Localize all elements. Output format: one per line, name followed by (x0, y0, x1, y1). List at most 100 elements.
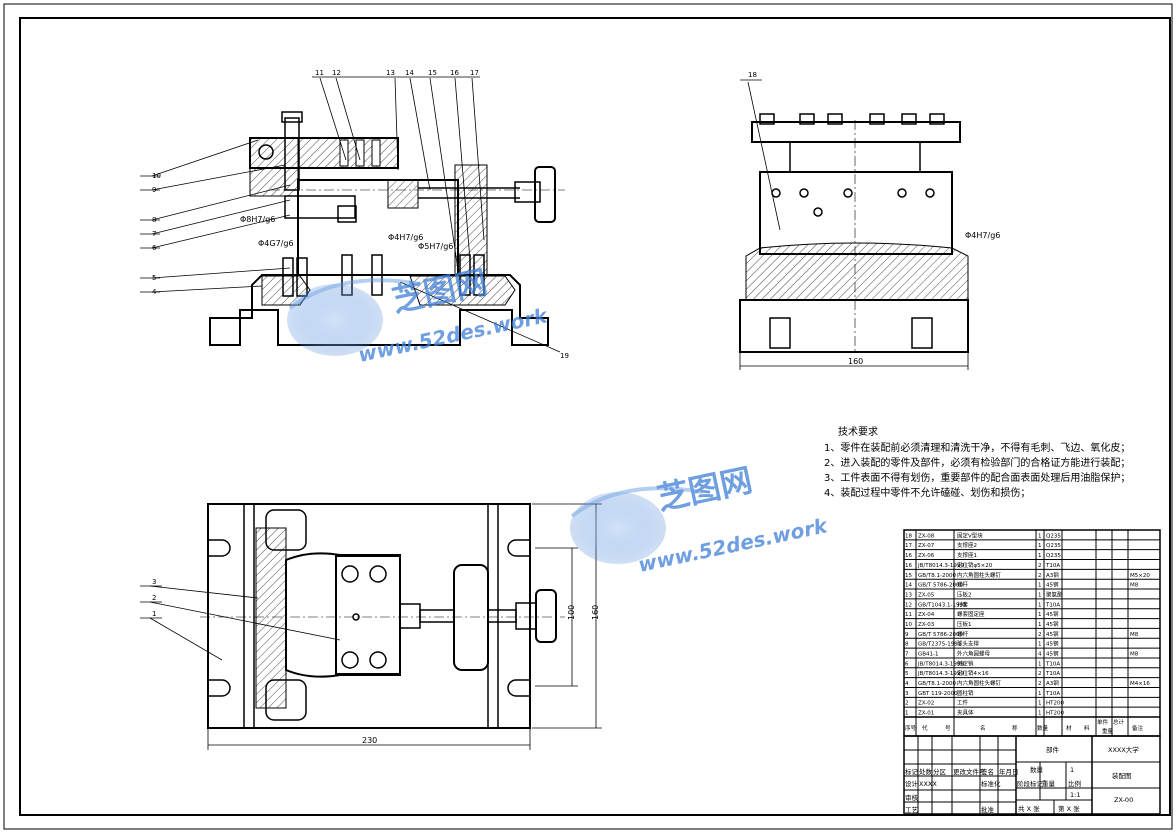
balloon-8: 8 (152, 216, 156, 224)
bom-h-no: 序号 (905, 724, 917, 732)
outer-border (3, 3, 1173, 830)
bom-cell: Q235 (1046, 553, 1061, 559)
bom-cell: 1 (1038, 543, 1042, 549)
tech-req-1: 1、零件在装配前必须清理和清洗干净，不得有毛刺、飞边、氧化皮； (824, 441, 1130, 454)
bom-cell: 2 (1038, 563, 1042, 569)
rev-doc: 更改文件号 (953, 767, 986, 776)
bom-cell: 2 (1038, 671, 1042, 677)
bom-h-mat2: 料 (1084, 724, 1090, 732)
bom-h-remark: 备注 (1132, 724, 1144, 732)
bushing (387, 179, 419, 209)
weight-label: 重量 (1042, 780, 1056, 788)
bom-cell: 2 (1038, 632, 1042, 638)
bom-cell: 球头支撑 (957, 640, 980, 648)
bom-cell: 外六角圆螺母 (957, 649, 991, 657)
drawing-name: 装配图 (1112, 771, 1132, 780)
balloon-5: 5 (152, 274, 156, 282)
bom-cell: 内六角圆柱头螺钉 (957, 679, 1002, 687)
role-review: 审核 (905, 793, 919, 802)
bom-cell: 工件 (957, 699, 969, 707)
bom-cell: GB41-1 (918, 651, 939, 657)
std-label: 标准化 (981, 779, 1001, 788)
bom-cell: 固定V型块 (957, 531, 983, 539)
bom-cell: 15 (905, 573, 912, 579)
fixture-base (209, 274, 549, 346)
bom-cell: 1 (1038, 583, 1042, 589)
bom-cell: 螺杆 (957, 581, 969, 589)
bom-cell: JB/T8014.3-1999 (917, 671, 964, 677)
bom-cell: 9 (905, 632, 909, 638)
bom-cell: 2 (1038, 573, 1042, 579)
dim-top-width: 230 (362, 736, 377, 745)
bom-cell: M4×16 (1130, 681, 1150, 687)
rev-mark: 标记 (905, 767, 919, 776)
bom-cell: 45钢 (1046, 649, 1059, 657)
handle-knob-top (535, 589, 557, 643)
bom-h-code2: 号 (945, 725, 951, 732)
dim-top-inner: 100 (567, 605, 576, 620)
bom-cell: M8 (1130, 651, 1139, 657)
bom-cell: JB/T8014.3-1999 (917, 563, 964, 569)
bom-h-qty: 数量 (1037, 724, 1049, 732)
bom-cell: T10A (1045, 602, 1060, 608)
side-top-plate (751, 121, 961, 143)
designer-name: XXXX (919, 780, 937, 788)
bom-cell: 1 (1038, 711, 1042, 717)
bom-cell: ZX-07 (918, 543, 935, 549)
bom-cell: 内六角圆柱头螺钉 (957, 571, 1002, 579)
bom-cell: ZX-05 (918, 592, 935, 598)
bom-cell: 17 (905, 543, 912, 549)
bom-cell: Q235 (1046, 543, 1061, 549)
side-fit-4h7g6: Φ4H7/g6 (965, 231, 1000, 240)
bom-cell: M8 (1130, 583, 1139, 589)
rev-zone: 分区 (933, 767, 947, 776)
qty-label: 数量 (1030, 765, 1044, 774)
bom-cell: 压板2 (957, 590, 972, 598)
fit-4h7g6: Φ4H7/g6 (388, 233, 423, 242)
balloon-7: 7 (152, 230, 156, 238)
title-block: 标记 处数 分区 更改文件号 签名 年月日 设计 XXXX 标准化 审核 工艺 … (903, 735, 1161, 815)
bom-cell: ZX-04 (918, 612, 935, 618)
side-view: 18 Φ4H7/g6 160 (739, 71, 1000, 370)
side-pin (284, 195, 356, 219)
bom-cell: 4 (905, 681, 909, 687)
bom-cell: ZX-02 (918, 701, 934, 707)
bom-cell: HT200 (1046, 711, 1064, 717)
bom-cell: 衬套 (957, 600, 969, 608)
bom-h-unit: 单件 (1097, 718, 1109, 726)
bom-cell: 定位销φ5×20 (957, 561, 993, 569)
stage-label: 阶段标记 (1017, 779, 1044, 788)
front-view-callouts: 11 12 13 14 15 16 17 10 9 8 7 6 5 4 19 Φ… (140, 69, 569, 360)
bom-h-code1: 代 (922, 724, 928, 732)
bom-cell: 13 (905, 592, 912, 598)
bom-cell: 1 (1038, 592, 1042, 598)
tech-req-2: 2、进入装配的零件及部件，必须有检验部门的合格证方能进行装配； (824, 456, 1130, 469)
bom-cell: T10A (1045, 691, 1060, 697)
bom-cell: GB/T2375-1991 (918, 642, 961, 648)
fit-8h7g6: Φ8H7/g6 (240, 215, 275, 224)
bom-cell: 8 (905, 642, 909, 648)
balloon-17: 17 (470, 69, 479, 77)
balloon-14: 14 (405, 69, 414, 77)
tech-req-3: 3、工件表面不得有划伤，重要部件的配合面表面处理后用油脂保护； (824, 471, 1130, 484)
bom-cell: 45钢 (1046, 620, 1059, 628)
part-label: 部件 (1046, 745, 1060, 754)
bom-cell: 1 (1038, 553, 1042, 559)
bom-cell: 1 (1038, 642, 1042, 648)
school-name: XXXX大学 (1108, 745, 1139, 754)
bom-cell: 螺杆 (957, 630, 969, 638)
hole (258, 144, 274, 160)
bom-cell: 5 (905, 671, 909, 677)
bom-cell: 圆柱销 (957, 689, 974, 697)
bom-cell: ZX-08 (918, 533, 935, 539)
tech-req-4: 4、装配过程中零件不允许磕碰、划伤和损伤； (824, 486, 1030, 499)
bom-cell: 10 (905, 622, 912, 628)
bom-cell: 支撑座1 (957, 551, 977, 559)
tech-req-title: 技术要求 (838, 425, 878, 438)
bom-cell: M5×20 (1130, 573, 1150, 579)
v-block-section (255, 527, 287, 709)
workpiece-body (297, 179, 459, 276)
bom-cell: 16 (905, 563, 912, 569)
